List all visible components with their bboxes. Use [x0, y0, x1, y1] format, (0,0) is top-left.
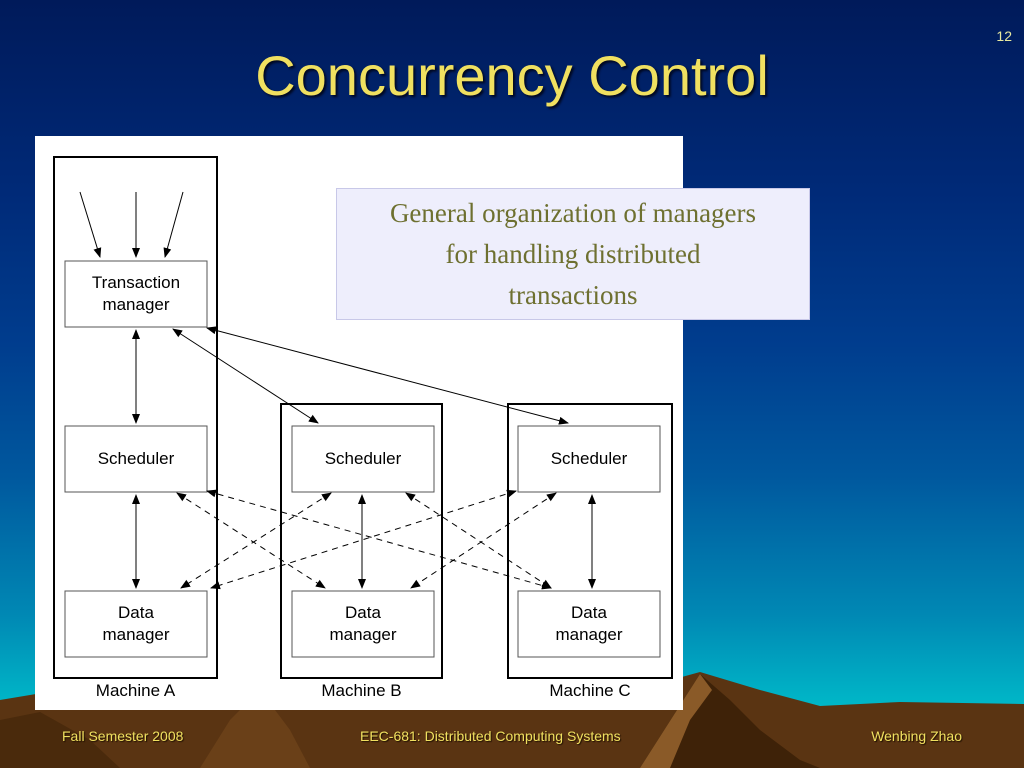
- data-manager-c-label: Data manager: [555, 603, 623, 644]
- caption-text: General organization of managers for han…: [389, 197, 757, 310]
- slide-title: Concurrency Control: [255, 44, 769, 107]
- data-manager-a-box: [64, 590, 208, 658]
- scheduler-c-box: [517, 425, 661, 493]
- incoming-request-arrows: [79, 191, 184, 258]
- scheduler-a-label: Scheduler: [97, 449, 175, 468]
- transaction-manager-box: [64, 260, 208, 328]
- slide-number: 12: [996, 28, 1012, 44]
- caption-box: General organization of managers for han…: [336, 188, 810, 320]
- machine-a-label: Machine A: [95, 681, 176, 700]
- architecture-diagram: [53, 156, 673, 679]
- dashed-cross-arrows: [176, 489, 557, 590]
- data-manager-b-box: [291, 590, 435, 658]
- machine-c-label: Machine C: [549, 681, 631, 700]
- scheduler-c-label: Scheduler: [550, 449, 628, 468]
- footer-course: EEC-681: Distributed Computing Systems: [360, 728, 621, 744]
- transaction-manager-label: Transaction manager: [91, 273, 181, 314]
- data-manager-a-label: Data manager: [102, 603, 170, 644]
- scheduler-b-label: Scheduler: [324, 449, 402, 468]
- data-manager-c-box: [517, 590, 661, 658]
- footer-author: Wenbing Zhao: [871, 728, 962, 744]
- data-manager-b-label: Data manager: [329, 603, 397, 644]
- machine-b-label: Machine B: [321, 681, 402, 700]
- scheduler-a-box: [64, 425, 208, 493]
- footer-semester: Fall Semester 2008: [62, 728, 184, 744]
- tm-to-remote-scheduler-arrows: [172, 326, 569, 425]
